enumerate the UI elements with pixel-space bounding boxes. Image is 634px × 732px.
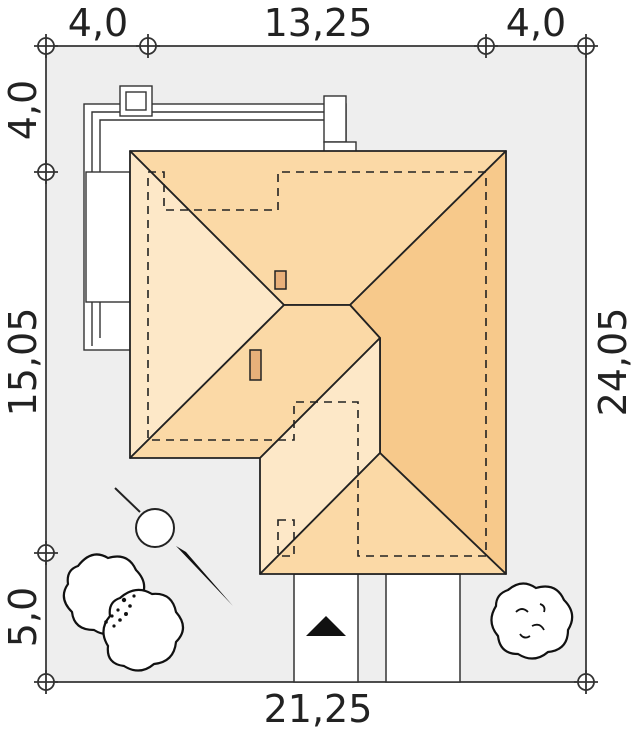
entrance-triangle-icon	[306, 616, 346, 636]
dim-bottom-total: 21,25	[264, 687, 373, 731]
dim-right-total: 24,05	[591, 308, 634, 417]
dim-top-left: 4,0	[68, 1, 128, 45]
dim-top-right: 4,0	[506, 1, 566, 45]
tree-icon	[490, 582, 574, 660]
tree-texture	[515, 603, 546, 639]
dim-left-bottom: 5,0	[1, 587, 45, 647]
dim-left-middle: 15,05	[1, 308, 45, 417]
north-arrow-icon	[114, 487, 233, 606]
roof-plane-south-west	[129, 304, 381, 459]
tree-texture	[104, 594, 136, 628]
dim-left-top: 4,0	[1, 80, 45, 140]
dimension-markers	[34, 34, 598, 694]
skylight	[274, 270, 287, 290]
dim-top-center: 13,25	[264, 1, 373, 45]
roof	[129, 150, 507, 575]
wall-outline	[147, 171, 487, 557]
roof-plane-bottom	[259, 452, 507, 575]
skylight	[249, 349, 262, 381]
